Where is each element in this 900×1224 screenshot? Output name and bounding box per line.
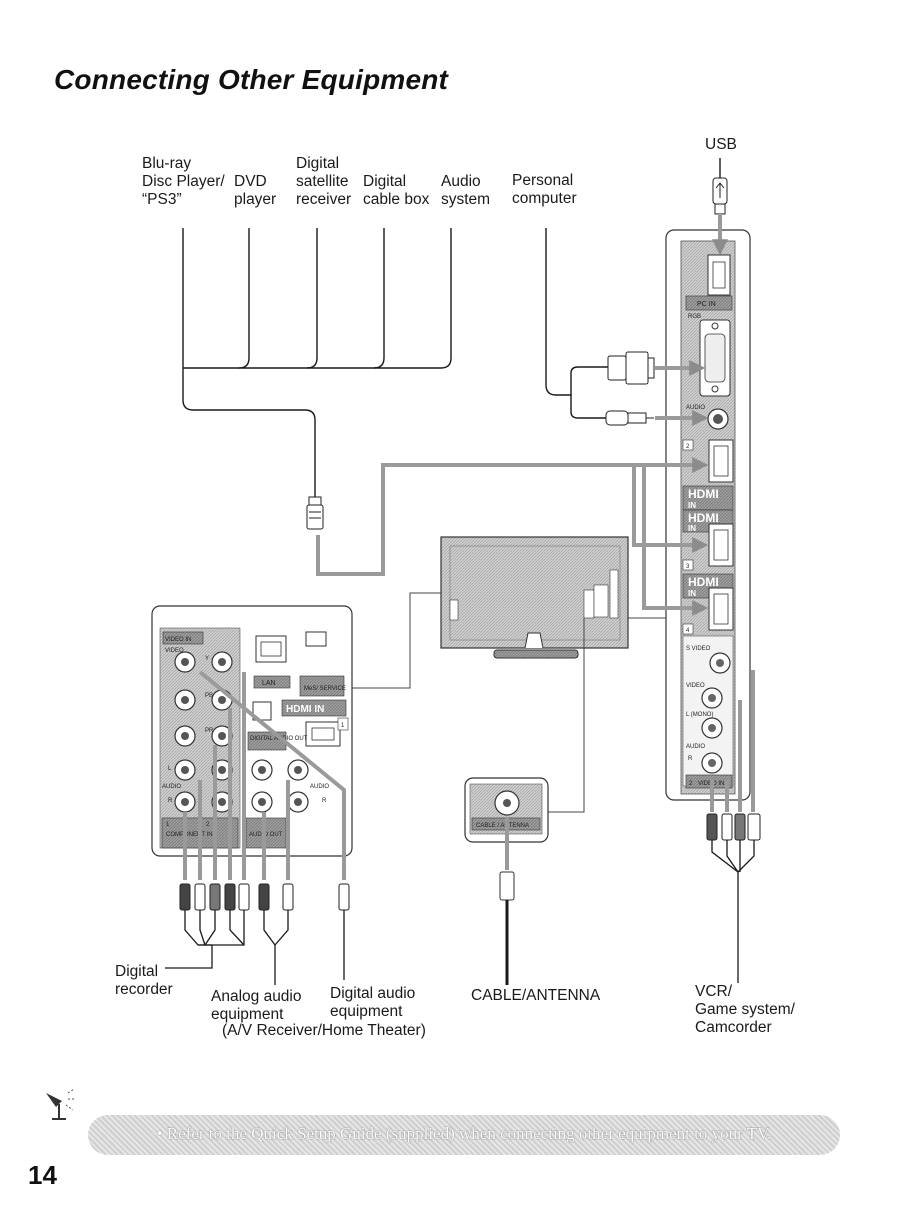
tv-rear xyxy=(440,536,629,659)
hdmi-in-upper: IN xyxy=(688,501,696,510)
label-satellite-receiver: Digital satellite receiver xyxy=(296,155,352,208)
left-side-panel: VIDEO IN VIDEO Y PB PR L AUDIO R AUDIO R xyxy=(151,605,353,857)
hdmi-2-number: 2 xyxy=(686,444,690,450)
label-audio-system: Audio system xyxy=(441,173,491,208)
label-digital-audio-equipment: Digital audio equipment xyxy=(330,985,416,1020)
l-label: L xyxy=(168,766,172,772)
pc-in-label: PC IN xyxy=(697,301,716,308)
label-av-receiver: (A/V Receiver/Home Theater) xyxy=(222,1022,426,1039)
label-digital-cable-box: Digital cable box xyxy=(363,173,430,208)
pr-label: PR xyxy=(205,728,214,734)
hdmi-in-1-label: HDMI IN xyxy=(286,704,324,715)
video-in-1-sub: VIDEO xyxy=(165,648,184,654)
audio-r-r-label: R xyxy=(322,798,327,804)
hdmi-logo-upper: HDMI xyxy=(688,487,719,501)
label-analog-audio-equipment: Analog audio equipment xyxy=(211,988,302,1023)
antenna-jack: CABLE / ANTENNA xyxy=(464,777,549,985)
page-title: Connecting Other Equipment xyxy=(54,64,449,95)
pc-audio-label: AUDIO xyxy=(686,405,705,411)
label-cable-antenna: CABLE/ANTENNA xyxy=(471,987,601,1004)
component-in-label: COMPONENT IN xyxy=(166,832,213,838)
hdmi-logo-lower: HDMI xyxy=(688,575,719,589)
label-dvd-player: DVD player xyxy=(234,173,277,208)
tip-text: • Refer to the Quick Setup Guide (suppli… xyxy=(156,1124,772,1143)
label-digital-recorder: Digital recorder xyxy=(115,963,173,998)
rca-plugs-left xyxy=(179,883,350,911)
audio-l-label: AUDIO xyxy=(162,784,181,790)
component-in-number-1: 1 xyxy=(166,822,170,828)
panel-audio-label: AUDIO xyxy=(686,744,705,750)
hdmi-in-middle: IN xyxy=(688,524,696,533)
r-label: R xyxy=(688,756,693,762)
hdmi-in-1-number: 1 xyxy=(341,723,345,729)
recorder-bracket xyxy=(198,930,245,946)
service-label: MeS/ SERVICE xyxy=(304,686,346,692)
connection-arrows-right xyxy=(316,214,755,812)
rca-plugs-right xyxy=(706,813,761,841)
hdmi-logo-middle: HDMI xyxy=(688,511,719,525)
page-number: 14 xyxy=(28,1160,57,1190)
video-in-2-number: 2 xyxy=(689,781,693,787)
connection-arrows-left xyxy=(183,670,346,880)
tip-banner: • Refer to the Quick Setup Guide (suppli… xyxy=(88,1115,840,1155)
label-usb: USB xyxy=(705,136,737,153)
right-side-panel: PC IN RGB AUDIO 2 HDMI IN HDMI IN 3 HDMI… xyxy=(665,229,751,801)
label-bluray-ps3: Blu-ray Disc Player/ “PS3” xyxy=(142,155,225,208)
lan-label: LAN xyxy=(262,680,276,687)
label-vcr-game-camcorder: VCR/ Game system/ Camcorder xyxy=(695,983,795,1036)
label-personal-computer: Personal computer xyxy=(512,172,577,207)
video-label: VIDEO xyxy=(686,683,705,689)
tip-lamp-icon xyxy=(46,1088,76,1120)
video-in-1-label: VIDEO IN xyxy=(165,637,191,643)
hdmi-plug xyxy=(306,496,324,530)
l-mono-label: L (MONO) xyxy=(686,712,713,718)
rgb-label: RGB xyxy=(688,314,701,320)
cables-left xyxy=(165,910,345,985)
component-in-number-2: 2 xyxy=(206,822,210,828)
y-label: Y xyxy=(205,656,209,662)
cable-antenna-jack-label: CABLE / ANTENNA xyxy=(476,823,529,829)
pc-connectors xyxy=(605,351,655,426)
hdmi-3-number: 3 xyxy=(686,564,690,570)
hdmi-4-number: 4 xyxy=(686,628,690,634)
audio-r-label: AUDIO xyxy=(310,784,329,790)
s-video-label: S VIDEO xyxy=(686,646,711,652)
audio-l-r-label: R xyxy=(168,798,173,804)
usb-plug xyxy=(712,177,728,215)
tv-callout-lines xyxy=(352,592,666,813)
cables-right xyxy=(711,840,755,983)
top-device-wires xyxy=(182,158,721,497)
pb-label: PB xyxy=(205,693,213,699)
hdmi-in-lower: IN xyxy=(688,589,696,598)
